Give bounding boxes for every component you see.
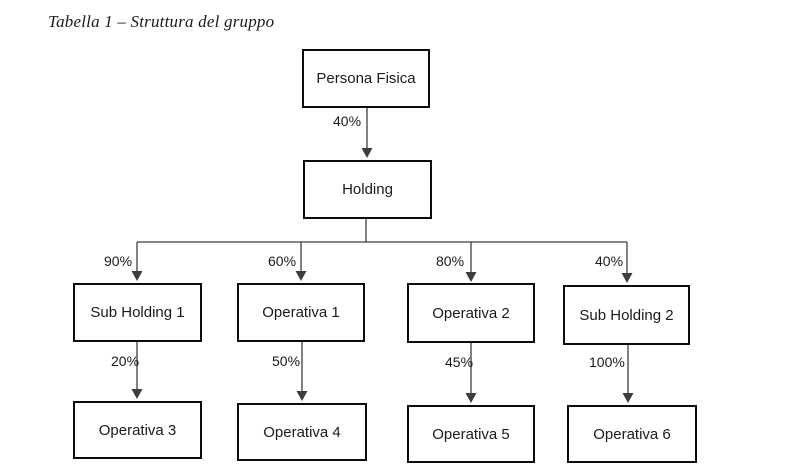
arrowhead-holding [361, 148, 373, 158]
edge-label-operativa-1-operativa-4: 50% [272, 353, 301, 369]
node-sub-holding-1: Sub Holding 1 [73, 283, 202, 342]
edge-label-sub-holding-1-operativa-3: 20% [111, 353, 140, 369]
arrowhead-operativa-3 [131, 389, 143, 399]
node-operativa-1: Operativa 1 [237, 283, 365, 342]
node-label: Operativa 3 [98, 421, 177, 439]
node-label: Operativa 4 [263, 423, 341, 441]
node-label: Sub Holding 1 [90, 304, 185, 321]
node-holding: Holding [303, 160, 432, 219]
node-label: Operativa 2 [432, 304, 510, 322]
node-operativa-6: Operativa 6 [567, 405, 697, 463]
arrowhead-operativa-5 [465, 393, 477, 403]
edge-label-operativa-2-operativa-5: 45% [445, 354, 474, 370]
node-operativa-2: Operativa 2 [407, 283, 535, 343]
arrowhead-operativa-4 [296, 391, 308, 401]
node-operativa-3: Operativa 3 [73, 401, 202, 459]
node-operativa-4: Operativa 4 [237, 403, 367, 461]
edge-label-holding-operativa-1: 60% [268, 253, 297, 269]
arrowhead-sub-holding-2 [621, 273, 633, 283]
edge-label-persona-fisica-holding: 40% [333, 113, 362, 129]
node-label: Operativa 1 [262, 304, 340, 321]
edge-label-sub-holding-2-operativa-6: 100% [589, 354, 625, 370]
diagram-title: Tabella 1 – Struttura del gruppo [48, 12, 275, 31]
node-label: Holding [342, 181, 393, 198]
node-persona-fisica: Persona Fisica [302, 49, 430, 108]
edge-label-holding-sub-holding-1: 90% [104, 253, 133, 269]
arrowhead-sub-holding-1 [131, 271, 143, 281]
arrowhead-operativa-2 [465, 272, 477, 282]
edge-label-holding-sub-holding-2: 40% [595, 253, 624, 269]
node-label: Sub Holding 2 [579, 306, 674, 324]
node-label: Operativa 6 [593, 425, 671, 443]
arrowhead-operativa-1 [295, 271, 307, 281]
node-sub-holding-2: Sub Holding 2 [563, 285, 690, 345]
arrowhead-operativa-6 [622, 393, 634, 403]
node-operativa-5: Operativa 5 [407, 405, 535, 463]
edge-label-holding-operativa-2: 80% [436, 253, 465, 269]
node-label: Persona Fisica [316, 70, 416, 87]
node-label: Operativa 5 [432, 425, 510, 443]
